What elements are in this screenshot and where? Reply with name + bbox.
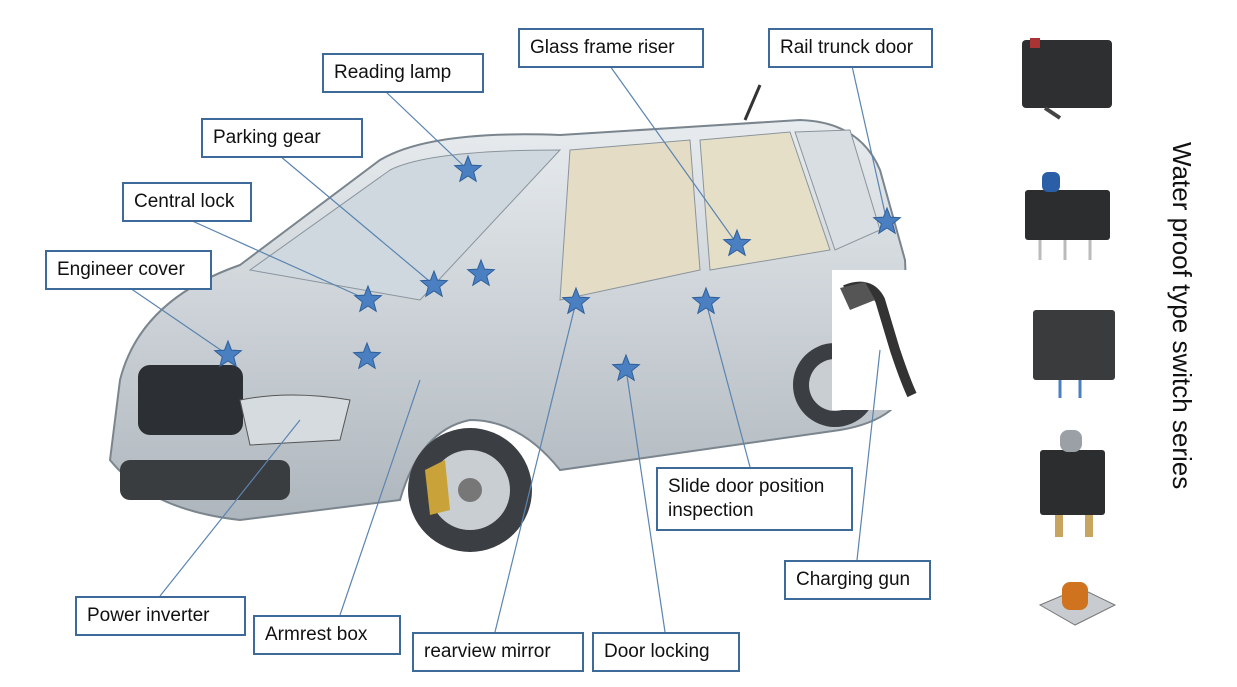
label-central-lock: Central lock bbox=[122, 182, 252, 222]
label-armrest-box: Armrest box bbox=[253, 615, 401, 655]
star-marker-icon bbox=[722, 228, 752, 257]
switch-images bbox=[1022, 38, 1117, 626]
series-title: Water proof type switch series bbox=[1167, 142, 1197, 490]
label-door-locking: Door locking bbox=[592, 632, 740, 672]
switch-image-4 bbox=[1040, 430, 1105, 537]
leader-lines bbox=[129, 65, 888, 633]
label-power-inverter: Power inverter bbox=[75, 596, 246, 636]
label-rail-trunck-door: Rail trunck door bbox=[768, 28, 933, 68]
star-marker-icon bbox=[213, 339, 243, 368]
label-slide-door-line1: Slide door position bbox=[668, 476, 825, 497]
label-slide-door-position-inspection: Slide door position inspection bbox=[656, 467, 853, 531]
switch-image-1 bbox=[1022, 38, 1112, 120]
star-marker-icon bbox=[691, 286, 721, 315]
location-stars bbox=[213, 154, 902, 382]
switch-image-3 bbox=[1033, 310, 1115, 398]
star-marker-icon bbox=[611, 353, 641, 382]
label-slide-door-line2: inspection bbox=[668, 500, 754, 521]
label-charging-gun: Charging gun bbox=[784, 560, 931, 600]
star-marker-icon bbox=[453, 154, 483, 183]
charging-gun-image bbox=[832, 270, 917, 410]
label-parking-gear: Parking gear bbox=[201, 118, 363, 158]
label-reading-lamp: Reading lamp bbox=[322, 53, 484, 93]
star-marker-icon bbox=[419, 269, 449, 298]
star-marker-icon bbox=[466, 258, 496, 287]
switch-image-5 bbox=[1038, 582, 1117, 626]
star-marker-icon bbox=[561, 286, 591, 315]
star-marker-icon bbox=[872, 206, 902, 235]
switch-image-2 bbox=[1025, 172, 1110, 260]
label-rearview-mirror: rearview mirror bbox=[412, 632, 584, 672]
car-body bbox=[108, 84, 912, 552]
star-marker-icon bbox=[353, 284, 383, 313]
label-engineer-cover: Engineer cover bbox=[45, 250, 212, 290]
label-glass-frame-riser: Glass frame riser bbox=[518, 28, 704, 68]
star-marker-icon bbox=[352, 341, 382, 370]
